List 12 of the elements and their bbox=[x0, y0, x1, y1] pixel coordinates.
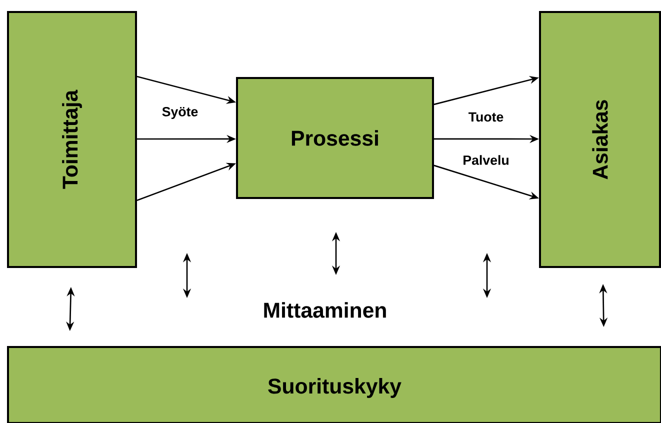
process-box bbox=[539, 11, 661, 268]
edge-label: Tuote bbox=[468, 112, 504, 122]
node-label: Toimittaja bbox=[62, 90, 82, 189]
node-label: Asiakas bbox=[592, 100, 608, 180]
process-box bbox=[7, 346, 661, 423]
node-label: Prosessi bbox=[292, 130, 378, 146]
edge-label: Palvelu bbox=[464, 155, 508, 165]
text-label: Mittaaminen bbox=[264, 302, 386, 318]
process-box bbox=[236, 77, 434, 199]
process-box bbox=[7, 11, 137, 268]
edge-label: Syöte bbox=[162, 106, 198, 120]
node-label: Suorituskyky bbox=[268, 378, 402, 398]
